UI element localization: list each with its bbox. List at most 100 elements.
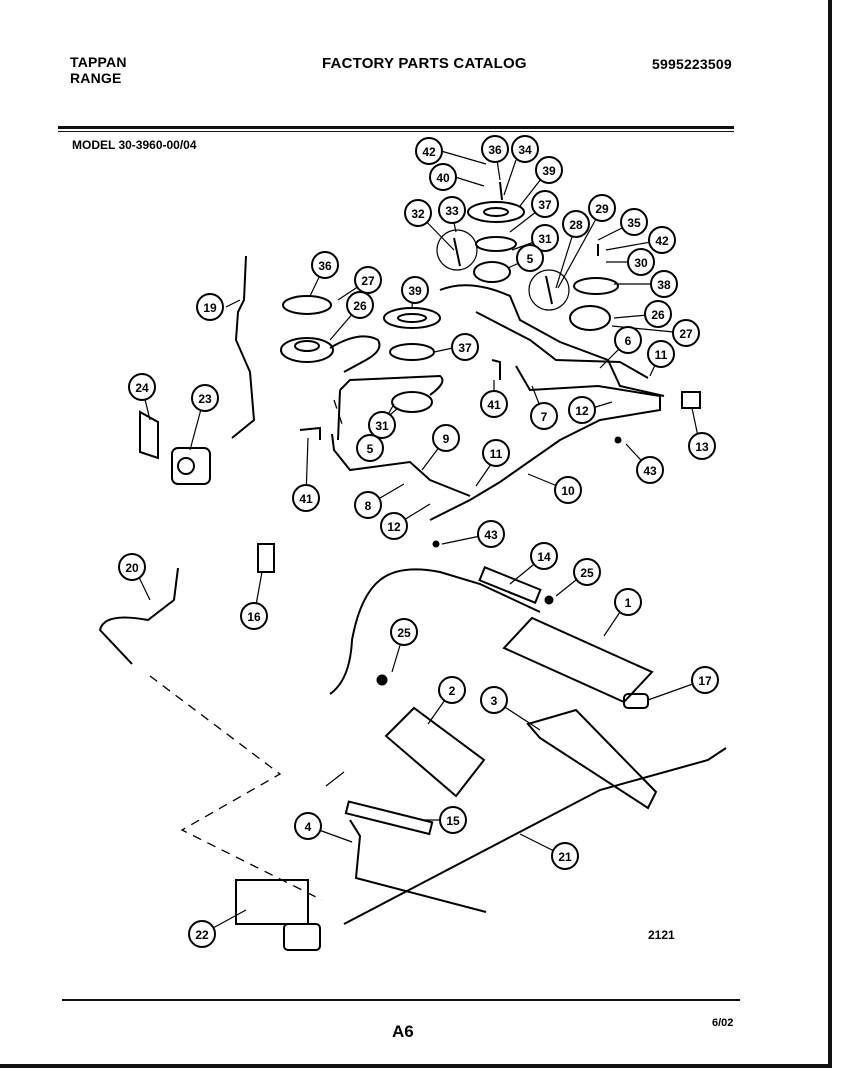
dashed-line: [333, 399, 345, 431]
callout-41: 41: [292, 484, 320, 512]
detail-circle: [528, 269, 570, 311]
burner-head-part: [569, 305, 611, 331]
callout-32: 32: [404, 199, 432, 227]
thermostat-knob-part: [283, 923, 321, 951]
callout-5: 5: [516, 244, 544, 272]
callout-27: 27: [354, 266, 382, 294]
callout-22: 22: [188, 920, 216, 948]
brand-block: TAPPAN RANGE: [70, 54, 127, 86]
clip-part: [681, 391, 701, 409]
callout-label: 31: [538, 232, 552, 246]
callout-41: 41: [480, 390, 508, 418]
callout-31: 31: [368, 411, 396, 439]
gas-line-part: [343, 747, 727, 925]
callout-label: 13: [695, 440, 709, 454]
ignitor-harness-part: [329, 568, 541, 695]
header-rule: [58, 126, 734, 129]
callout-label: 38: [657, 278, 671, 292]
callout-1: 1: [614, 588, 642, 616]
callout-9: 9: [432, 424, 460, 452]
callout-label: 5: [527, 252, 534, 266]
capillary-dashed-line: [149, 675, 323, 901]
callout-4: 4: [294, 812, 322, 840]
burner-tube-part: [339, 374, 444, 396]
callout-label: 42: [655, 234, 669, 248]
callout-7: 7: [530, 402, 558, 430]
callout-label: 19: [203, 301, 217, 315]
callout-42: 42: [415, 137, 443, 165]
callout-11: 11: [482, 439, 510, 467]
gas-tube-part: [439, 284, 665, 397]
revision-date: 6/02: [712, 1017, 734, 1029]
callout-label: 31: [375, 419, 389, 433]
callout-38: 38: [650, 270, 678, 298]
callout-label: 12: [387, 520, 401, 534]
orifice-part: [623, 693, 649, 709]
callout-label: 24: [135, 381, 149, 395]
callout-label: 36: [488, 143, 502, 157]
callout-label: 16: [247, 610, 261, 624]
callout-43: 43: [636, 456, 664, 484]
bracket-part: [139, 410, 159, 460]
electrode-part: [545, 275, 553, 305]
callout-13: 13: [688, 432, 716, 460]
callout-20: 20: [118, 553, 146, 581]
callout-label: 22: [195, 928, 209, 942]
callout-5: 5: [356, 434, 384, 462]
tube-part: [98, 567, 179, 665]
callout-label: 23: [198, 392, 212, 406]
callout-label: 41: [487, 398, 501, 412]
callout-36: 36: [481, 135, 509, 163]
callout-label: 14: [537, 550, 551, 564]
callout-6: 6: [614, 326, 642, 354]
callout-10: 10: [554, 476, 582, 504]
spring-part: [499, 181, 503, 201]
callout-label: 6: [625, 334, 632, 348]
callout-label: 2: [449, 684, 456, 698]
grommet-part: [544, 595, 554, 605]
footer-rule: [62, 999, 740, 1001]
gas-tube-part: [475, 311, 649, 379]
callout-label: 7: [541, 410, 548, 424]
callout-26: 26: [644, 300, 672, 328]
callout-43: 43: [477, 520, 505, 548]
callout-24: 24: [128, 373, 156, 401]
callout-label: 36: [318, 259, 332, 273]
callout-15: 15: [439, 806, 467, 834]
callout-label: 3: [491, 694, 498, 708]
callout-label: 20: [125, 561, 139, 575]
callout-25: 25: [573, 558, 601, 586]
callout-label: 43: [643, 464, 657, 478]
callout-label: 27: [679, 327, 693, 341]
callout-label: 34: [518, 143, 532, 157]
callout-label: 11: [655, 348, 668, 362]
callout-label: 26: [651, 308, 665, 322]
callout-label: 11: [490, 447, 503, 461]
oven-burner-part: [526, 708, 658, 810]
callout-12: 12: [568, 396, 596, 424]
burner-cap-part: [573, 277, 619, 295]
callout-34: 34: [511, 135, 539, 163]
diagram-number: 2121: [648, 928, 675, 942]
callout-29: 29: [588, 194, 616, 222]
callout-label: 37: [458, 341, 472, 355]
callout-35: 35: [620, 208, 648, 236]
callout-label: 25: [397, 626, 411, 640]
callout-37: 37: [531, 190, 559, 218]
callout-label: 21: [558, 850, 572, 864]
burner-tube-part: [329, 335, 381, 373]
grommet-part: [376, 674, 388, 686]
callout-11: 11: [647, 340, 675, 368]
screw-part: [432, 540, 440, 548]
detail-circle: [436, 229, 478, 271]
burner-cap-part: [467, 201, 525, 223]
wire-part: [325, 771, 345, 787]
callout-label: 1: [625, 596, 632, 610]
callout-label: 33: [445, 204, 459, 218]
callout-label: 15: [446, 814, 460, 828]
header-rule-thin: [58, 131, 734, 132]
callout-label: 32: [411, 207, 425, 221]
callout-label: 40: [436, 171, 450, 185]
